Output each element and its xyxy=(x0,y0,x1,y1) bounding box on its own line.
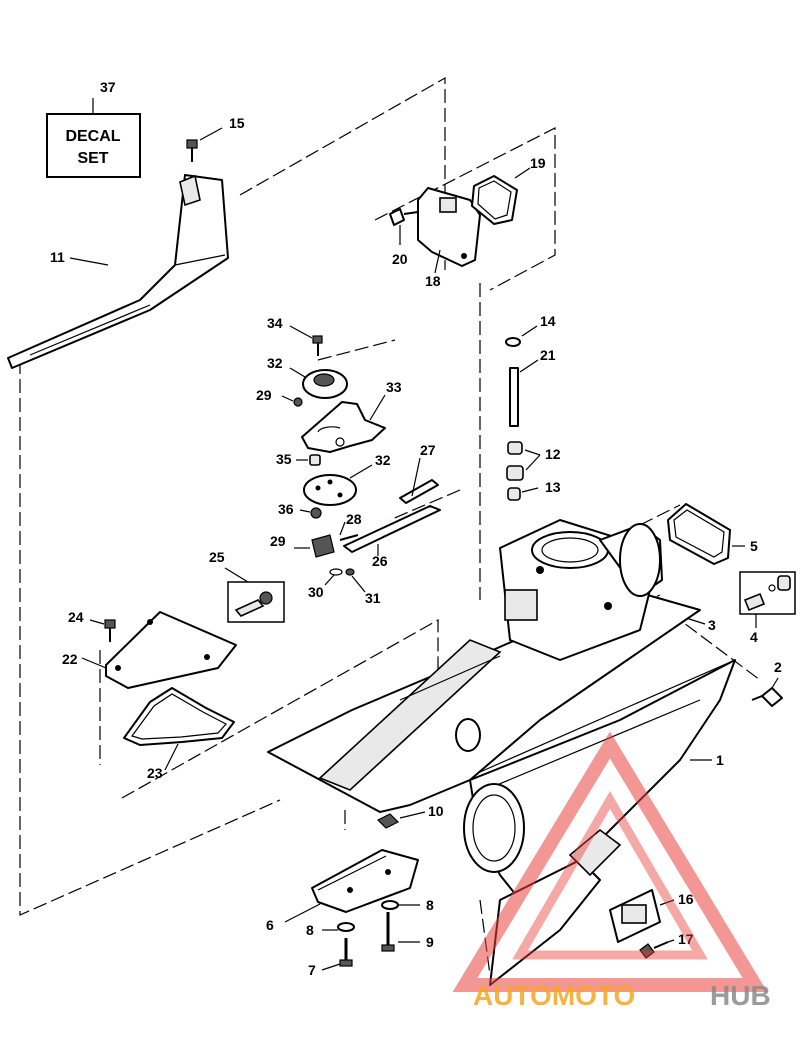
watermark-text-part1: AUTOMOTO xyxy=(473,980,635,1011)
part-26-link xyxy=(343,505,441,556)
part-5-gasket xyxy=(667,503,745,565)
callout-11: 11 xyxy=(50,249,65,265)
part-36-nut xyxy=(299,507,322,519)
callout-30: 30 xyxy=(308,584,324,600)
callout-37: 37 xyxy=(100,79,116,95)
part-31-clip xyxy=(345,568,366,593)
callout-4: 4 xyxy=(750,629,758,645)
part-24-screw xyxy=(89,619,116,642)
callout-2: 2 xyxy=(774,659,782,675)
part-34-screw xyxy=(289,325,323,356)
part-23-gasket xyxy=(123,687,235,771)
part-22-plate xyxy=(81,611,237,689)
part-27-clip xyxy=(399,457,439,504)
part-18-cover xyxy=(417,187,481,274)
part-15-screw xyxy=(186,127,223,162)
callout-28: 28 xyxy=(346,511,362,527)
part-2-bolt xyxy=(751,677,783,707)
callout-12: 12 xyxy=(545,446,561,462)
decal-set-box: DECAL SET xyxy=(46,98,141,178)
part-29-nut-upper xyxy=(281,395,303,407)
callout-32b: 32 xyxy=(375,452,391,468)
callout-8b: 8 xyxy=(306,922,314,938)
callout-17: 17 xyxy=(678,931,694,947)
callout-7: 7 xyxy=(308,962,316,978)
part-4-valve-kit xyxy=(739,571,796,628)
callout-29a: 29 xyxy=(256,387,272,403)
callout-16: 16 xyxy=(678,891,694,907)
callout-32a: 32 xyxy=(267,355,283,371)
callout-20: 20 xyxy=(392,251,408,267)
callout-33: 33 xyxy=(386,379,402,395)
callout-9: 9 xyxy=(426,934,434,950)
callout-24: 24 xyxy=(68,609,84,625)
part-16-anode xyxy=(609,889,675,943)
callout-36: 36 xyxy=(278,501,294,517)
callout-14: 14 xyxy=(540,313,556,329)
callout-25: 25 xyxy=(209,549,225,565)
callout-26: 26 xyxy=(372,553,388,569)
part-8-washer-right xyxy=(381,900,420,910)
callout-31: 31 xyxy=(365,590,381,606)
part-7-bolt xyxy=(321,938,353,971)
part-12-bushings xyxy=(506,441,541,481)
watermark-text-part2: HUB xyxy=(710,980,771,1011)
assembly-guide-lines xyxy=(19,76,761,976)
callout-21: 21 xyxy=(540,347,556,363)
callout-34: 34 xyxy=(267,315,283,331)
part-32-cam-upper xyxy=(289,367,348,399)
callout-19: 19 xyxy=(530,155,546,171)
part-19-gasket xyxy=(471,167,531,225)
callout-labels: 37 15 11 19 20 18 34 14 32 21 29 33 27 1… xyxy=(50,79,782,978)
callout-1: 1 xyxy=(716,752,724,768)
part-10-nut xyxy=(376,811,426,829)
part-29-nut-lower xyxy=(294,534,335,558)
callout-35: 35 xyxy=(276,451,292,467)
callout-27: 27 xyxy=(420,442,436,458)
callout-22: 22 xyxy=(62,651,78,667)
part-9-bolt xyxy=(381,912,420,952)
part-6-anode xyxy=(284,849,419,923)
callout-8a: 8 xyxy=(426,897,434,913)
decal-label-line1: DECAL xyxy=(65,128,120,145)
part-14-oring xyxy=(505,325,538,347)
callout-10: 10 xyxy=(428,803,444,819)
decal-label-line2: SET xyxy=(77,150,108,167)
part-11-fairing xyxy=(7,174,229,369)
callout-3: 3 xyxy=(708,617,716,633)
part-28-rod xyxy=(339,521,359,541)
part-8-washer-left xyxy=(322,922,355,932)
part-13-bushing xyxy=(507,487,539,501)
callout-15: 15 xyxy=(229,115,245,131)
part-20-bolt xyxy=(389,208,419,245)
part-1-gear-housing xyxy=(267,519,736,986)
callout-13: 13 xyxy=(545,479,561,495)
callout-23: 23 xyxy=(147,765,163,781)
watermark-logo: AUTOMOTO HUB xyxy=(452,731,771,1011)
callout-18: 18 xyxy=(425,273,441,289)
part-30-washer xyxy=(324,568,343,586)
part-25-valve xyxy=(224,567,285,623)
callout-6: 6 xyxy=(266,917,274,933)
callout-5: 5 xyxy=(750,538,758,554)
part-33-plate xyxy=(301,394,386,453)
part-21-shaft xyxy=(509,359,539,427)
part-32-cam-lower xyxy=(303,464,373,506)
callout-29b: 29 xyxy=(270,533,286,549)
part-17-screw xyxy=(639,939,675,959)
part-35-pin xyxy=(296,454,321,466)
